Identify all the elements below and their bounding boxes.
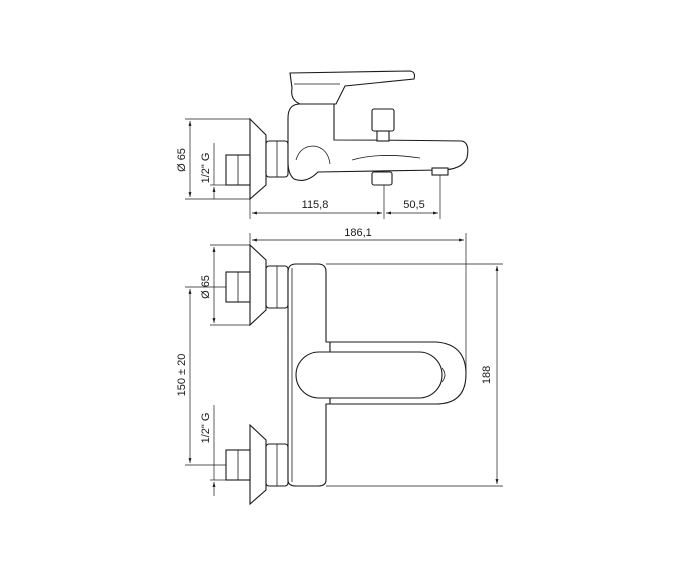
side-spout-outlet: [371, 171, 393, 186]
front-width-label: 186,1: [344, 227, 372, 239]
front-thread-label: 1/2" G: [200, 413, 212, 444]
side-diameter-label: Ø 65: [176, 148, 188, 172]
side-length-label: 115,8: [302, 199, 329, 211]
side-spout-label: 50,5: [403, 199, 424, 211]
side-wall-flange: [249, 117, 267, 201]
side-diverter-knob: [371, 108, 395, 132]
side-aerator: [431, 167, 449, 176]
front-top-flange: [249, 243, 267, 327]
front-spacing-label: 150 ± 20: [176, 354, 188, 397]
front-handle-slot: [295, 351, 443, 399]
side-view: Ø 65 1/2" G 115,8 50,5: [176, 70, 469, 219]
front-height-label: 188: [481, 366, 493, 384]
front-view: 186,1 Ø 65 150 ± 20 1/2" G 188: [176, 227, 503, 506]
side-thread-label: 1/2" G: [200, 153, 212, 184]
side-lever-handle: [289, 70, 416, 105]
front-bottom-flange: [249, 423, 267, 506]
